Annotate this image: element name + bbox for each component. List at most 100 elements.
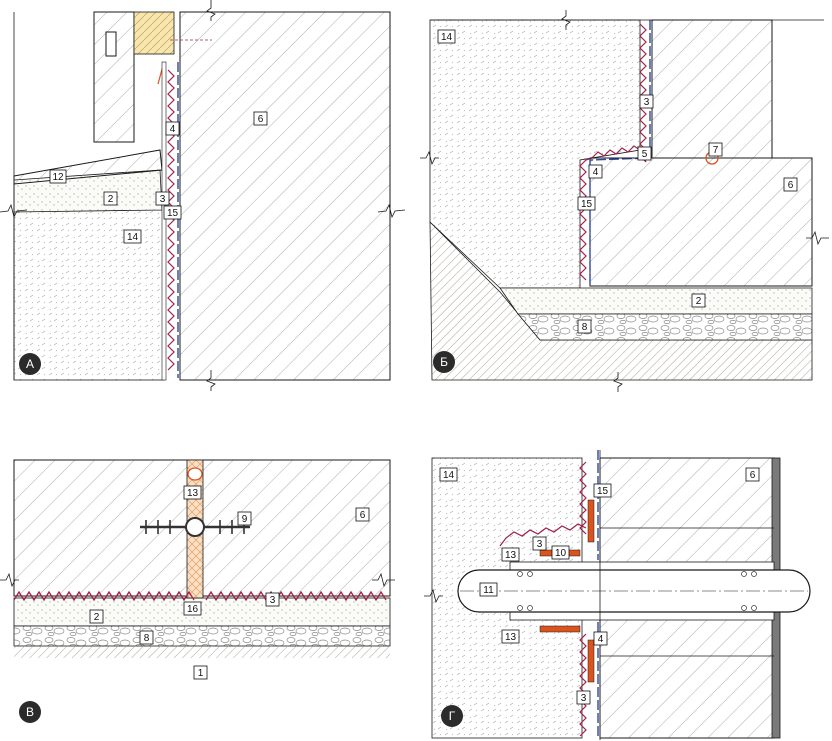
tag-b-15: 15: [577, 196, 596, 211]
tag-b-8: 8: [577, 319, 592, 334]
svg-text:15: 15: [581, 199, 593, 210]
tag-g-14: 14: [439, 467, 458, 482]
joint-sealant-cord: [187, 467, 203, 481]
svg-text:4: 4: [598, 634, 604, 645]
svg-text:6: 6: [258, 114, 264, 125]
tag-g-3-lower: 3: [576, 690, 591, 705]
waterproof-barrier-b: [589, 20, 651, 286]
profiled-membrane-a: [167, 69, 175, 371]
tag-g-11: 11: [479, 582, 498, 597]
pipe-sleeve-top: [509, 561, 775, 571]
tag-v-13: 13: [183, 485, 202, 500]
detail-b: 14 3 5 7 4 6 15 2 8 Б: [420, 10, 829, 392]
svg-text:3: 3: [537, 539, 543, 550]
tag-b-3: 3: [639, 94, 654, 109]
panel-label-v: В: [19, 701, 41, 723]
pipe-sleeve-bottom: [509, 611, 775, 621]
protection-board: [161, 61, 167, 381]
tag-g-13-lower: 13: [501, 629, 520, 644]
profiled-membrane-g: [499, 461, 587, 737]
tag-b-7: 7: [708, 142, 723, 157]
detail-a: 12 2 3 4 15 6 14 А: [0, 0, 406, 391]
tag-v-6: 6: [355, 507, 370, 522]
tag-v-3: 3: [265, 592, 280, 607]
detail-g: 14 6 15 3 13 10 11 13 4 3 Г: [424, 450, 811, 740]
tag-b-14: 14: [437, 29, 456, 44]
tag-v-16: 16: [183, 601, 202, 616]
svg-text:14: 14: [127, 232, 139, 243]
panel-label-g: Г: [441, 705, 463, 727]
svg-text:3: 3: [581, 693, 587, 704]
svg-text:13: 13: [505, 550, 517, 561]
tag-a-15: 15: [163, 205, 182, 220]
concrete-wall: [179, 11, 391, 381]
svg-text:7: 7: [713, 145, 719, 156]
svg-text:12: 12: [52, 172, 64, 183]
detail-v: 13 9 6 3 16 2 8 1 В: [0, 459, 395, 723]
tag-a-6: 6: [253, 111, 268, 126]
tag-g-6: 6: [745, 467, 760, 482]
tag-a-14: 14: [123, 229, 142, 244]
upper-wall: [651, 19, 773, 159]
sand-layer: [499, 287, 813, 315]
tag-b-6: 6: [783, 177, 798, 192]
svg-text:В: В: [26, 705, 34, 719]
tag-a-12: 12: [49, 169, 67, 184]
svg-text:3: 3: [270, 595, 276, 606]
profiled-membrane-v: [13, 590, 387, 602]
svg-text:15: 15: [597, 486, 609, 497]
svg-text:16: 16: [187, 604, 199, 615]
tag-g-15: 15: [593, 483, 612, 498]
svg-text:8: 8: [582, 322, 588, 333]
svg-text:14: 14: [443, 470, 455, 481]
tag-v-1: 1: [193, 665, 208, 680]
gravel-layer: [13, 625, 391, 647]
svg-text:15: 15: [167, 208, 179, 219]
tag-b-4: 4: [588, 164, 603, 179]
panel-label-b: Б: [433, 351, 455, 373]
tag-g-3-upper: 3: [532, 536, 547, 551]
svg-text:4: 4: [593, 167, 599, 178]
svg-text:9: 9: [242, 514, 248, 525]
tag-v-9: 9: [237, 511, 252, 526]
tag-v-8: 8: [139, 630, 154, 645]
tag-g-13-upper: 13: [501, 547, 520, 562]
svg-text:6: 6: [360, 510, 366, 521]
pipe: [457, 569, 811, 613]
tag-b-5: 5: [637, 146, 652, 161]
foundation-slab: [589, 157, 813, 287]
sand-layer: [13, 597, 391, 627]
tag-v-2: 2: [89, 609, 104, 624]
svg-text:Г: Г: [449, 709, 456, 723]
backfill: [13, 209, 165, 381]
svg-text:А: А: [26, 357, 34, 371]
svg-text:3: 3: [160, 194, 166, 205]
svg-text:Б: Б: [440, 355, 448, 369]
tag-a-4: 4: [165, 121, 180, 136]
svg-text:2: 2: [108, 194, 114, 205]
svg-text:13: 13: [505, 632, 517, 643]
window-frame: [105, 31, 117, 57]
tag-g-4: 4: [593, 631, 608, 646]
svg-text:1: 1: [198, 668, 204, 679]
svg-text:3: 3: [644, 97, 650, 108]
svg-text:2: 2: [696, 296, 702, 307]
svg-text:10: 10: [555, 548, 567, 559]
tag-a-2: 2: [103, 191, 118, 206]
profiled-membrane-b: [579, 23, 647, 281]
tag-g-10: 10: [551, 545, 570, 560]
gravel-layer: [517, 313, 813, 341]
tag-a-3: 3: [155, 191, 170, 206]
svg-text:8: 8: [144, 633, 150, 644]
svg-text:5: 5: [642, 149, 648, 160]
svg-text:13: 13: [187, 488, 199, 499]
svg-text:2: 2: [94, 612, 100, 623]
insulation: [133, 11, 175, 55]
backfill: [429, 19, 641, 289]
svg-text:14: 14: [441, 32, 453, 43]
svg-text:11: 11: [483, 585, 494, 596]
tag-b-2: 2: [691, 293, 706, 308]
svg-text:6: 6: [788, 180, 794, 191]
svg-text:4: 4: [170, 124, 176, 135]
